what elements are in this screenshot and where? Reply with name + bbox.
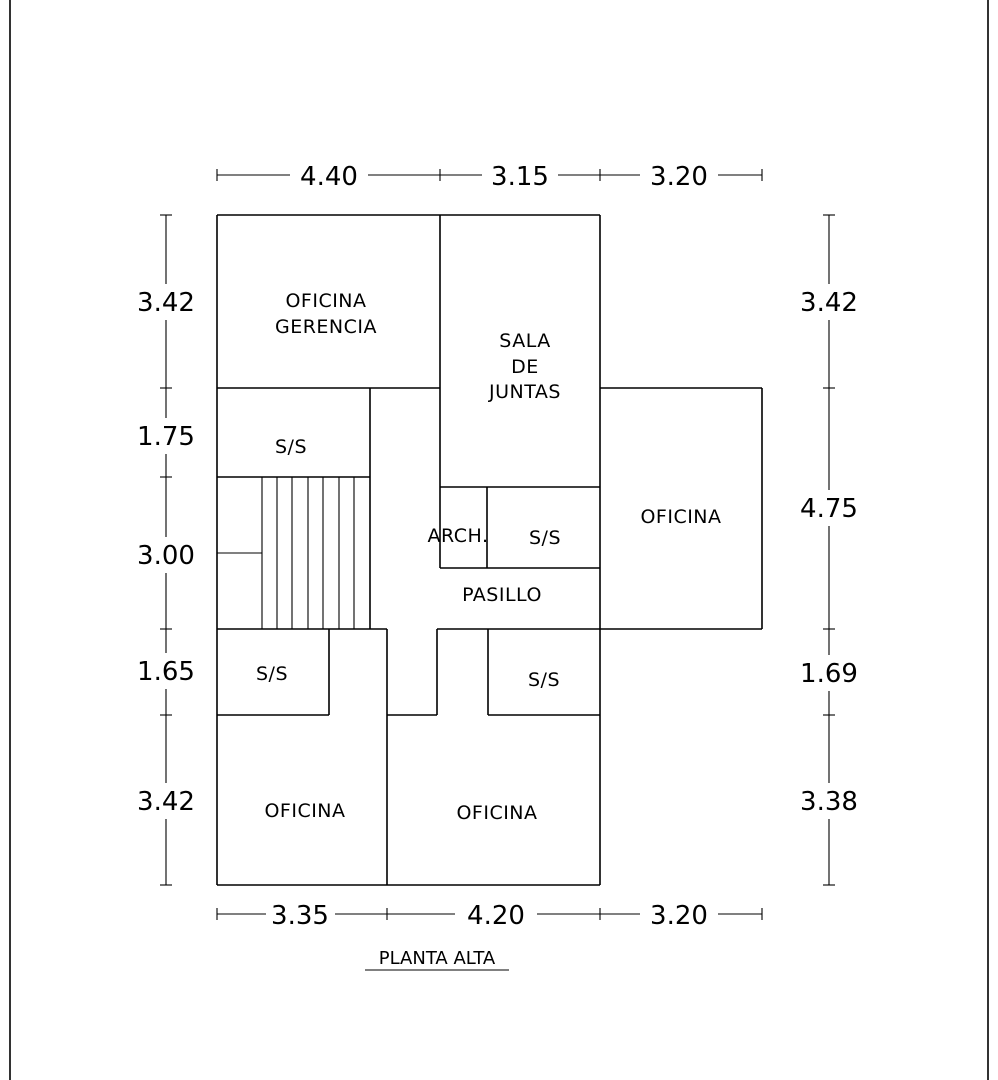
dimension-left: 3.42 1.75 3.00 1.65 3.42 — [128, 214, 204, 886]
room-pasillo: PASILLO — [462, 584, 542, 606]
room-ss-upper-left: S/S — [275, 436, 307, 458]
room-sala-line3: JUNTAS — [488, 381, 561, 403]
room-ss-lower-right: S/S — [528, 669, 560, 691]
room-ss-lower-left: S/S — [256, 663, 288, 685]
dim-left-2: 1.75 — [137, 422, 195, 452]
dim-left-5: 3.42 — [137, 787, 195, 817]
dim-bottom-3: 3.20 — [650, 901, 708, 931]
dim-bottom-2: 4.20 — [467, 901, 525, 931]
room-oficina-gerencia-line2: GERENCIA — [275, 316, 377, 338]
dim-left-1: 3.42 — [137, 288, 195, 318]
dimension-bottom: 3.35 4.20 3.20 — [216, 901, 763, 931]
dim-bottom-1: 3.35 — [271, 901, 329, 931]
walls — [216, 214, 763, 886]
dimension-right: 3.42 4.75 1.69 3.38 — [791, 214, 867, 886]
room-sala-line1: SALA — [499, 330, 550, 352]
dim-top-1: 4.40 — [300, 162, 358, 192]
plan-title: PLANTA ALTA — [365, 948, 509, 971]
dim-top-3: 3.20 — [650, 162, 708, 192]
staircase — [217, 477, 355, 629]
room-labels: OFICINA GERENCIA SALA DE JUNTAS S/S ARCH… — [256, 290, 721, 824]
dim-right-3: 1.69 — [800, 659, 858, 689]
room-sala-line2: DE — [511, 356, 539, 378]
dim-right-4: 3.38 — [800, 787, 858, 817]
room-oficina-bottom-center: OFICINA — [456, 802, 537, 824]
sheet-border — [9, 0, 989, 1080]
room-ss-center: S/S — [529, 527, 561, 549]
dim-left-3: 3.00 — [137, 541, 195, 571]
room-oficina-bottom-left: OFICINA — [264, 800, 345, 822]
plan-title-text: PLANTA ALTA — [379, 948, 496, 969]
dim-right-2: 4.75 — [800, 494, 858, 524]
dim-right-1: 3.42 — [800, 288, 858, 318]
room-oficina-right: OFICINA — [640, 506, 721, 528]
room-arch: ARCH. — [427, 525, 488, 547]
dim-top-2: 3.15 — [491, 162, 549, 192]
dim-left-4: 1.65 — [137, 657, 195, 687]
room-oficina-gerencia-line1: OFICINA — [285, 290, 366, 312]
dimension-top: 4.40 3.15 3.20 — [216, 162, 763, 192]
